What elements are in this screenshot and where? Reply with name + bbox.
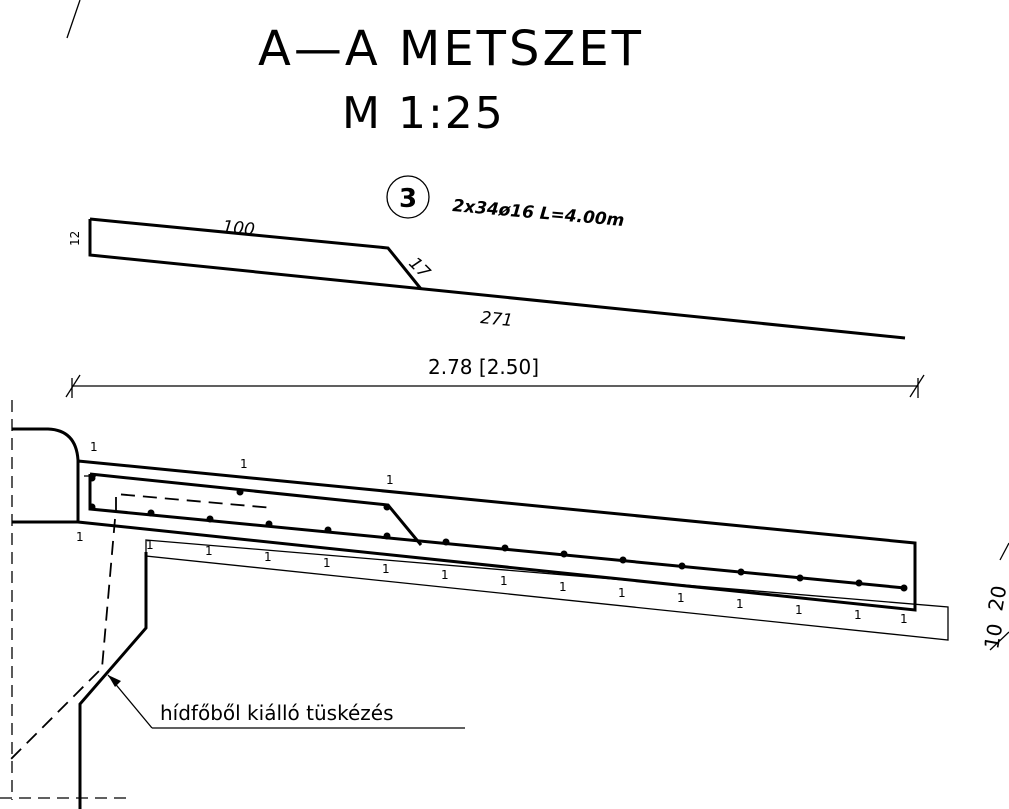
layer-labels: 1 1 1 1 1 1 1 1 1 1 1 1 1 1 1 1 1 1 bbox=[76, 440, 908, 626]
rebar-dot bbox=[383, 503, 391, 511]
layer-label: 1 bbox=[146, 538, 154, 552]
bottom-length-label: 271 bbox=[480, 308, 514, 331]
layer-label: 1 bbox=[323, 556, 331, 570]
right-edge-dimensions: 20 10 bbox=[979, 542, 1009, 651]
layer-label: 1 bbox=[559, 580, 567, 594]
rebar-dot bbox=[383, 532, 391, 540]
layer-label: 1 bbox=[677, 591, 685, 605]
right-dim-a: 20 bbox=[983, 584, 1009, 613]
rebar-dot bbox=[265, 520, 273, 528]
rebar-dot bbox=[324, 526, 332, 534]
hook-length-label: 12 bbox=[68, 231, 82, 246]
rebar-spec: 2x34ø16 L=4.00m bbox=[452, 196, 626, 231]
top-length-label: 100 bbox=[222, 217, 256, 240]
layer-label: 1 bbox=[382, 562, 390, 576]
rebar-dot bbox=[855, 579, 863, 587]
dowel-callout-label: hídfőből kiálló tüskézés bbox=[160, 701, 394, 725]
rebar-dot bbox=[147, 509, 155, 517]
bend-length-label: 17 bbox=[404, 253, 434, 283]
rebar-dot bbox=[88, 474, 96, 482]
layer-label: 1 bbox=[90, 440, 98, 454]
layer-label: 1 bbox=[386, 473, 394, 487]
rebar-dot bbox=[88, 503, 96, 511]
layer-label: 1 bbox=[76, 530, 84, 544]
rebar-dot bbox=[560, 550, 568, 558]
layer-label: 1 bbox=[795, 603, 803, 617]
rebar-dot bbox=[796, 574, 804, 582]
rebar-dots bbox=[88, 474, 908, 592]
layer-label: 1 bbox=[900, 612, 908, 626]
callout-arrowhead bbox=[108, 675, 121, 687]
section-title: A—A METSZET bbox=[258, 21, 644, 77]
scale-label: M 1:25 bbox=[342, 88, 505, 139]
dowel-callout: hídfőből kiálló tüskézés bbox=[107, 674, 465, 729]
layer-label: 1 bbox=[500, 574, 508, 588]
layer-label: 1 bbox=[618, 586, 626, 600]
layer-label: 1 bbox=[441, 568, 449, 582]
rebar-dot bbox=[442, 538, 450, 546]
rebar-dot bbox=[678, 562, 686, 570]
layer-label: 1 bbox=[736, 597, 744, 611]
bar-shape-diagram: 12 100 17 271 3 2x34ø16 L=4.00m bbox=[68, 175, 906, 340]
leader-top-left bbox=[66, 0, 81, 39]
layer-label: 1 bbox=[240, 457, 248, 471]
abutment bbox=[0, 400, 148, 809]
layer-label: 1 bbox=[205, 544, 213, 558]
layer-label: 1 bbox=[264, 550, 272, 564]
right-dim-b: 10 bbox=[979, 622, 1007, 651]
rebar-dot bbox=[501, 544, 509, 552]
rebar-dot bbox=[619, 556, 627, 564]
bar-mark-circle bbox=[386, 175, 430, 219]
rebar-dot bbox=[206, 515, 214, 523]
layer-label: 1 bbox=[854, 608, 862, 622]
rebar-dot bbox=[236, 488, 244, 496]
overall-dimension-line: 2.78 [2.50] bbox=[65, 355, 925, 398]
overall-dimension-label: 2.78 [2.50] bbox=[428, 355, 539, 379]
rebar-dot bbox=[737, 568, 745, 576]
transition-slab bbox=[76, 459, 949, 641]
bar-mark-number: 3 bbox=[399, 184, 417, 214]
rebar-dot bbox=[900, 584, 908, 592]
